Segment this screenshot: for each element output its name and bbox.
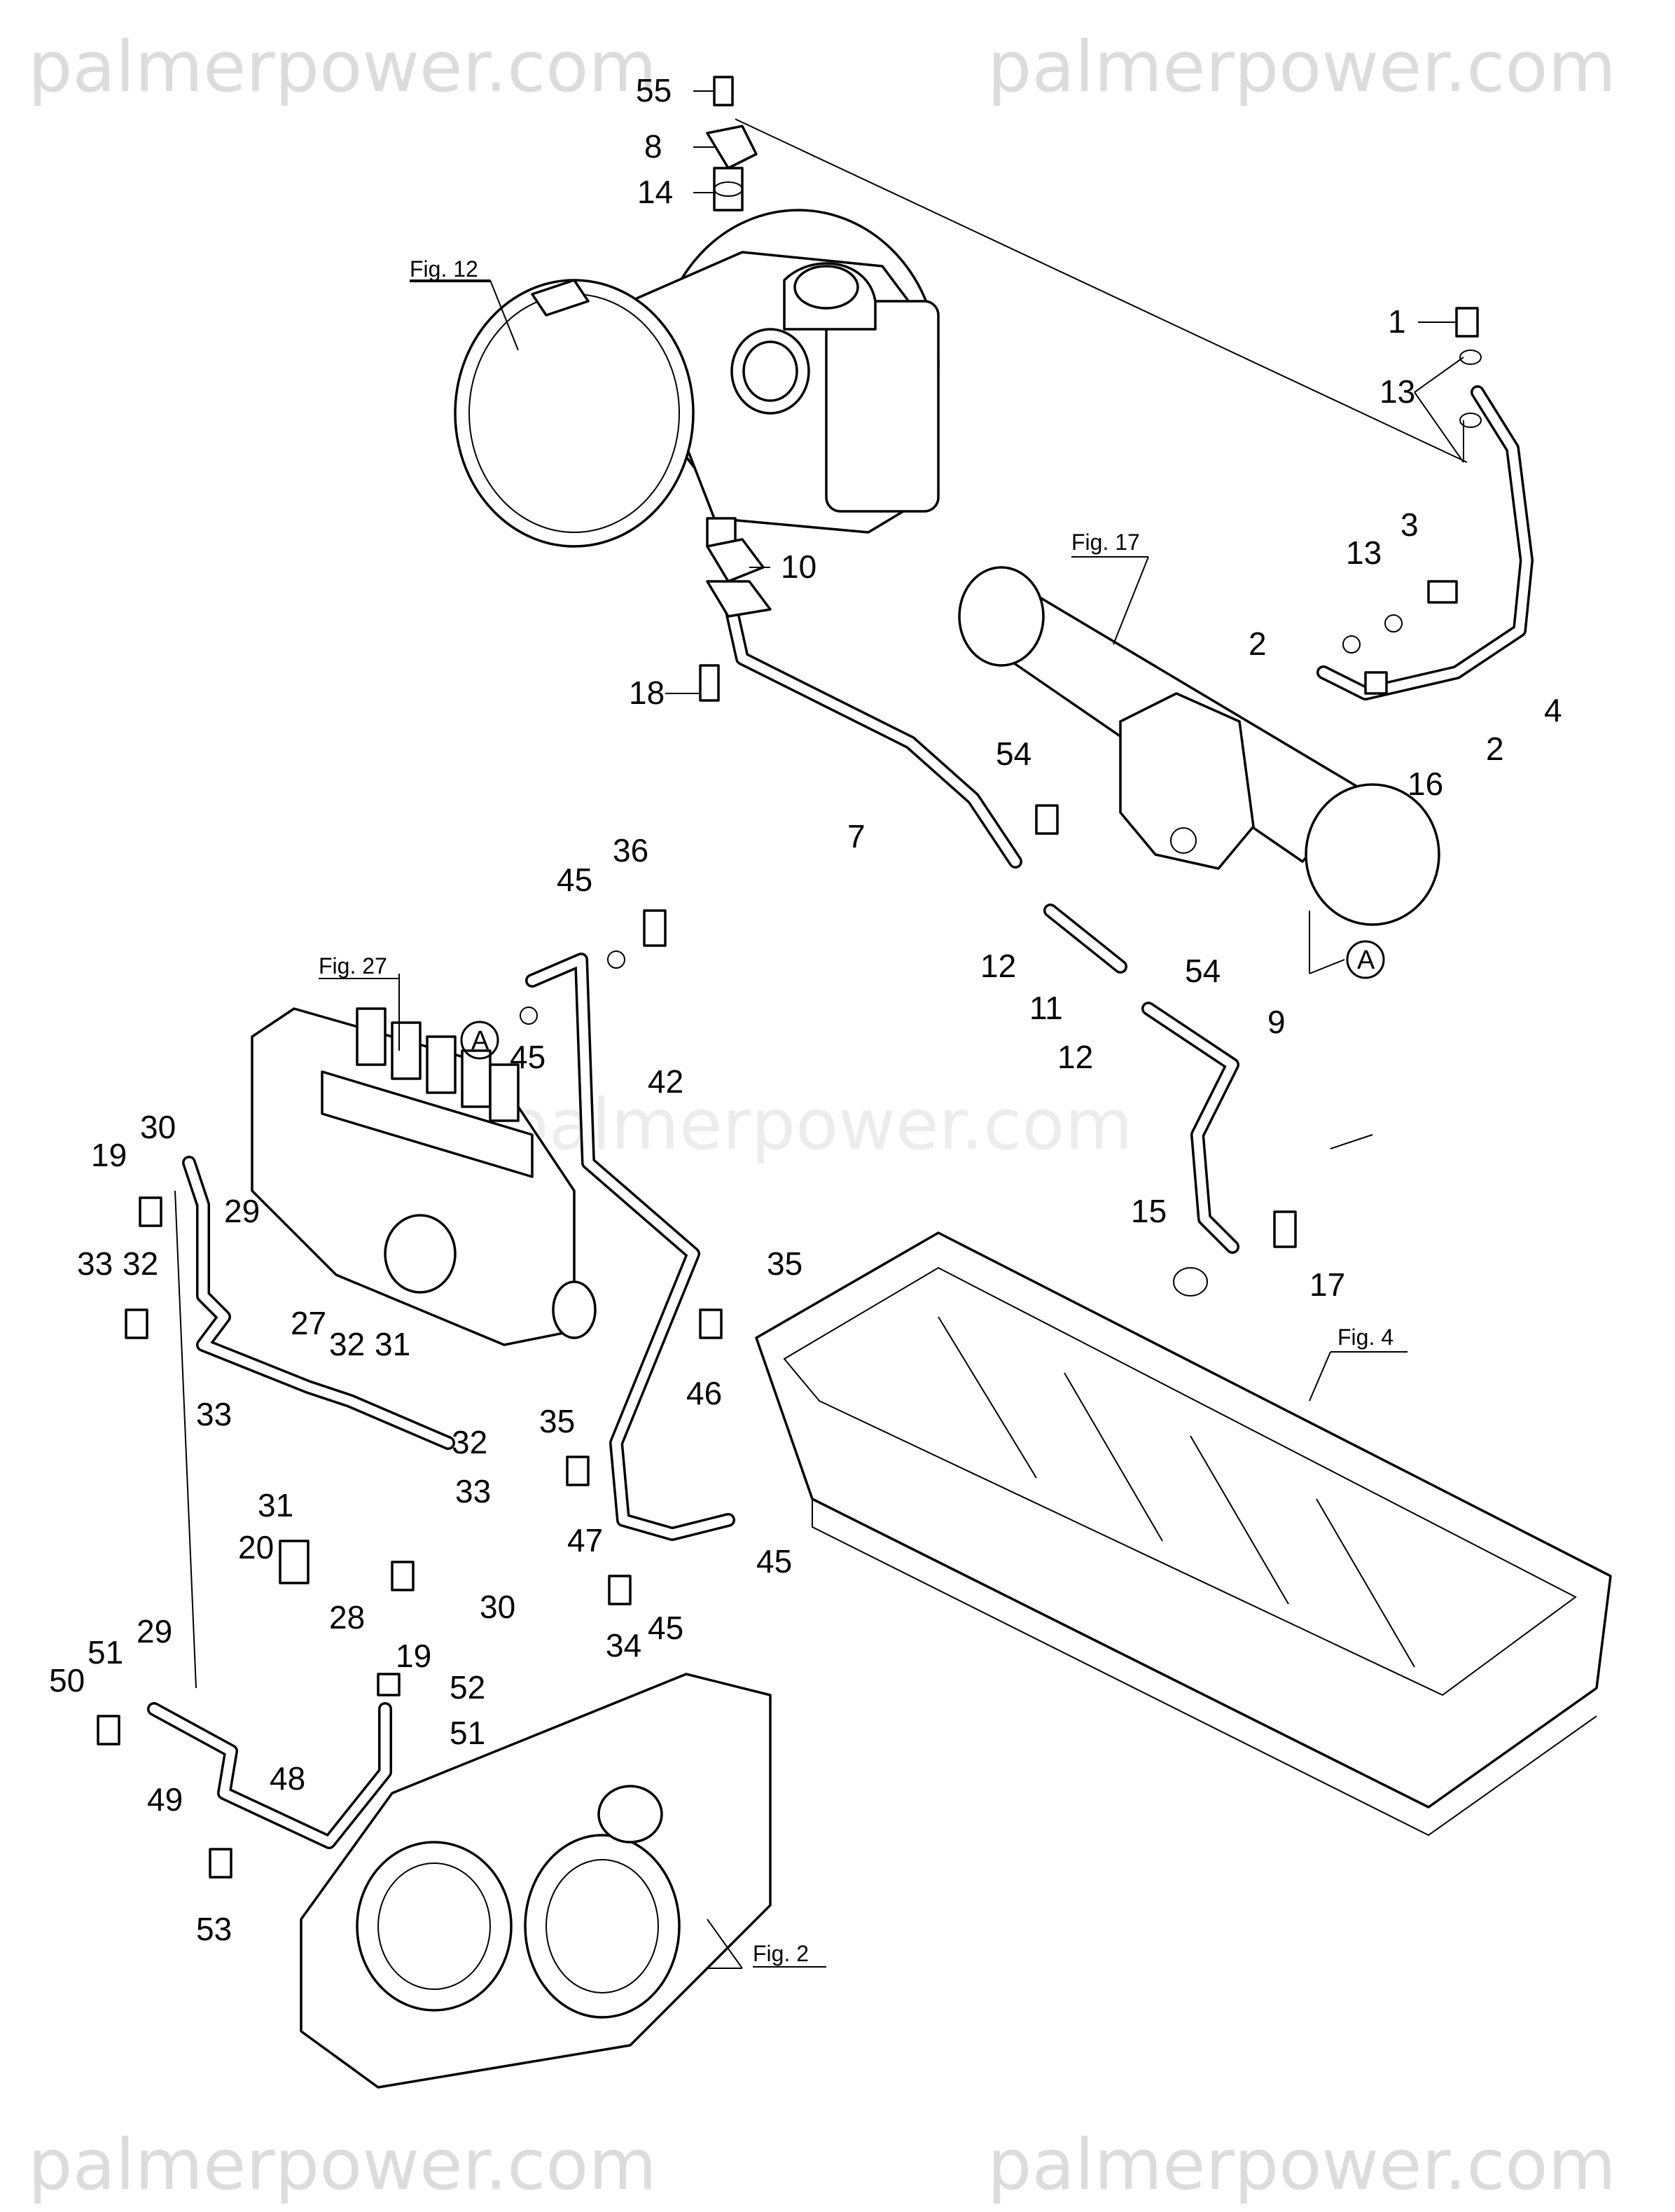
callout-10: 10 bbox=[781, 548, 816, 585]
callout-1: 1 bbox=[1388, 303, 1406, 340]
callout-19-top: 19 bbox=[91, 1137, 127, 1173]
callout-16: 16 bbox=[1408, 766, 1443, 802]
callout-33-a: 33 bbox=[77, 1245, 113, 1282]
callout-29-bottom: 29 bbox=[137, 1613, 172, 1650]
callout-32-c: 32 bbox=[452, 1424, 487, 1460]
callout-35-bottom: 35 bbox=[539, 1403, 575, 1439]
callout-51-left: 51 bbox=[88, 1634, 123, 1671]
callout-36: 36 bbox=[613, 832, 648, 869]
callout-30-top: 30 bbox=[140, 1109, 176, 1145]
oil-pan-assembly bbox=[755, 1231, 1612, 1837]
callout-32-a: 32 bbox=[123, 1245, 158, 1282]
callout-17: 17 bbox=[1309, 1266, 1345, 1303]
callout-50: 50 bbox=[49, 1662, 85, 1699]
circle-ref-a-1: A bbox=[1357, 946, 1375, 975]
fig-ref-12: Fig. 12 bbox=[410, 256, 478, 282]
oil-cooler-assembly bbox=[958, 566, 1440, 926]
callout-2-left: 2 bbox=[1249, 625, 1267, 662]
fig-ref-2: Fig. 2 bbox=[753, 1941, 809, 1966]
callout-8: 8 bbox=[644, 128, 662, 165]
small-parts bbox=[97, 76, 1482, 1879]
callout-54-bottom: 54 bbox=[1185, 953, 1221, 989]
callout-18: 18 bbox=[629, 675, 665, 711]
leader-lines bbox=[174, 90, 1468, 1969]
callout-42: 42 bbox=[648, 1063, 683, 1100]
fig-ref-4: Fig. 4 bbox=[1337, 1325, 1393, 1350]
callout-2-right: 2 bbox=[1486, 731, 1504, 767]
injection-pump-assembly bbox=[251, 1007, 597, 1346]
callout-9: 9 bbox=[1267, 1004, 1286, 1040]
callout-48: 48 bbox=[270, 1760, 305, 1797]
callout-3: 3 bbox=[1401, 506, 1419, 543]
callout-13-top: 13 bbox=[1379, 373, 1415, 410]
callout-15: 15 bbox=[1131, 1193, 1167, 1229]
turbocharger-assembly bbox=[454, 167, 940, 548]
callout-45-a: 45 bbox=[557, 862, 592, 898]
callout-numbers: 55 8 14 1 13 10 18 3 13 2 4 2 16 7 54 36… bbox=[49, 72, 1562, 1947]
callout-52: 52 bbox=[450, 1669, 485, 1706]
callout-28: 28 bbox=[329, 1599, 365, 1636]
callout-31-a: 31 bbox=[375, 1326, 410, 1362]
callout-30-bottom: 30 bbox=[480, 1589, 515, 1625]
callout-29-top: 29 bbox=[224, 1193, 260, 1229]
circle-refs: A A bbox=[460, 940, 1385, 1060]
callout-7: 7 bbox=[847, 818, 866, 855]
callout-33-c: 33 bbox=[455, 1473, 491, 1509]
callout-31-b: 31 bbox=[258, 1487, 293, 1523]
callout-4: 4 bbox=[1544, 692, 1562, 728]
callout-12-bottom: 12 bbox=[1057, 1039, 1093, 1075]
callout-51-right: 51 bbox=[450, 1715, 485, 1751]
watermark-bottom-left: palmerpower.com bbox=[28, 2124, 657, 2206]
callout-46: 46 bbox=[686, 1375, 722, 1411]
callout-14: 14 bbox=[637, 174, 673, 210]
callout-13-mid: 13 bbox=[1346, 534, 1382, 571]
callout-33-b: 33 bbox=[196, 1396, 232, 1432]
callout-47: 47 bbox=[567, 1522, 603, 1558]
figure-refs: Fig. 12 Fig. 17 Fig. 27 Fig. 4 Fig. 2 bbox=[319, 256, 1393, 1968]
callout-35-top: 35 bbox=[767, 1245, 802, 1282]
watermark-top-right: palmerpower.com bbox=[987, 26, 1616, 108]
callout-32-b: 32 bbox=[329, 1326, 365, 1362]
callout-19-bottom: 19 bbox=[396, 1638, 431, 1674]
callout-20: 20 bbox=[238, 1529, 274, 1565]
fig-ref-17: Fig. 17 bbox=[1071, 530, 1140, 555]
callout-53: 53 bbox=[196, 1911, 232, 1947]
callout-27: 27 bbox=[291, 1305, 326, 1341]
callout-45-b: 45 bbox=[510, 1039, 545, 1075]
callout-54-top: 54 bbox=[996, 735, 1031, 772]
gear-case-assembly bbox=[300, 1673, 772, 2089]
circle-ref-a-2: A bbox=[471, 1026, 489, 1056]
watermark-top-left: palmerpower.com bbox=[28, 26, 657, 108]
watermark-bottom-right: palmerpower.com bbox=[987, 2124, 1616, 2206]
watermark-center: palmerpower.com bbox=[504, 1084, 1133, 1166]
callout-11: 11 bbox=[1029, 990, 1063, 1026]
callout-45-c: 45 bbox=[756, 1543, 792, 1579]
callout-49: 49 bbox=[147, 1781, 183, 1818]
oil-pipes bbox=[147, 385, 1534, 1849]
callout-12-top: 12 bbox=[980, 948, 1016, 984]
callout-45-d: 45 bbox=[648, 1610, 683, 1646]
fig-ref-27: Fig. 27 bbox=[319, 953, 387, 979]
callout-55: 55 bbox=[636, 72, 672, 109]
callout-34: 34 bbox=[606, 1627, 641, 1664]
